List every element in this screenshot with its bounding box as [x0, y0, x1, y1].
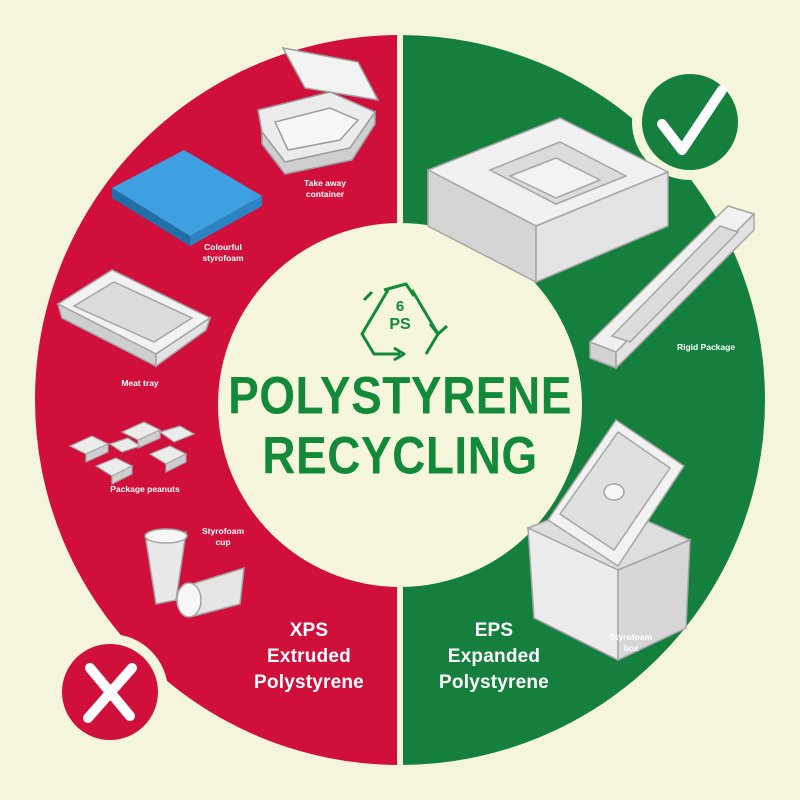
eps-line2: Polystyrene — [439, 672, 549, 693]
styrofoam-cup-illustration — [144, 528, 245, 618]
label-package-peanuts: Package peanuts — [110, 484, 180, 494]
eps-code: EPS — [474, 620, 514, 641]
xps-code: XPS — [289, 620, 329, 641]
title-line-1: POLYSTYRENE — [228, 365, 572, 425]
xps-line1: Extruded — [267, 646, 351, 667]
recycle-code-abbr: PS — [389, 316, 411, 333]
recycle-code-number: 6 — [395, 298, 405, 315]
styrofoam-box-illustration — [526, 418, 692, 662]
title-line-2: RECYCLING — [262, 425, 538, 485]
colourful-styrofoam-illustration — [112, 150, 262, 246]
xps-half-ring — [35, 35, 400, 765]
label-rigid-package: Rigid Package — [676, 342, 736, 352]
eps-package-block-illustration — [426, 117, 670, 284]
package-peanuts-illustration — [68, 421, 196, 485]
rigid-package-illustration — [588, 205, 756, 370]
label-meat-tray: Meat tray — [121, 378, 159, 388]
xps-line2: Polystyrene — [254, 672, 364, 693]
recycle-triangle-icon — [360, 282, 448, 362]
center-disc — [218, 223, 582, 587]
xps-type-block: XPS Extruded Polystyrene — [234, 618, 384, 696]
eps-type-block: EPS Expanded Polystyrene — [414, 618, 574, 696]
take-away-container-illustration — [257, 46, 380, 175]
check-icon — [657, 85, 727, 155]
cross-icon — [83, 663, 137, 723]
meat-tray-illustration — [56, 269, 212, 368]
eps-line1: Expanded — [447, 646, 541, 667]
